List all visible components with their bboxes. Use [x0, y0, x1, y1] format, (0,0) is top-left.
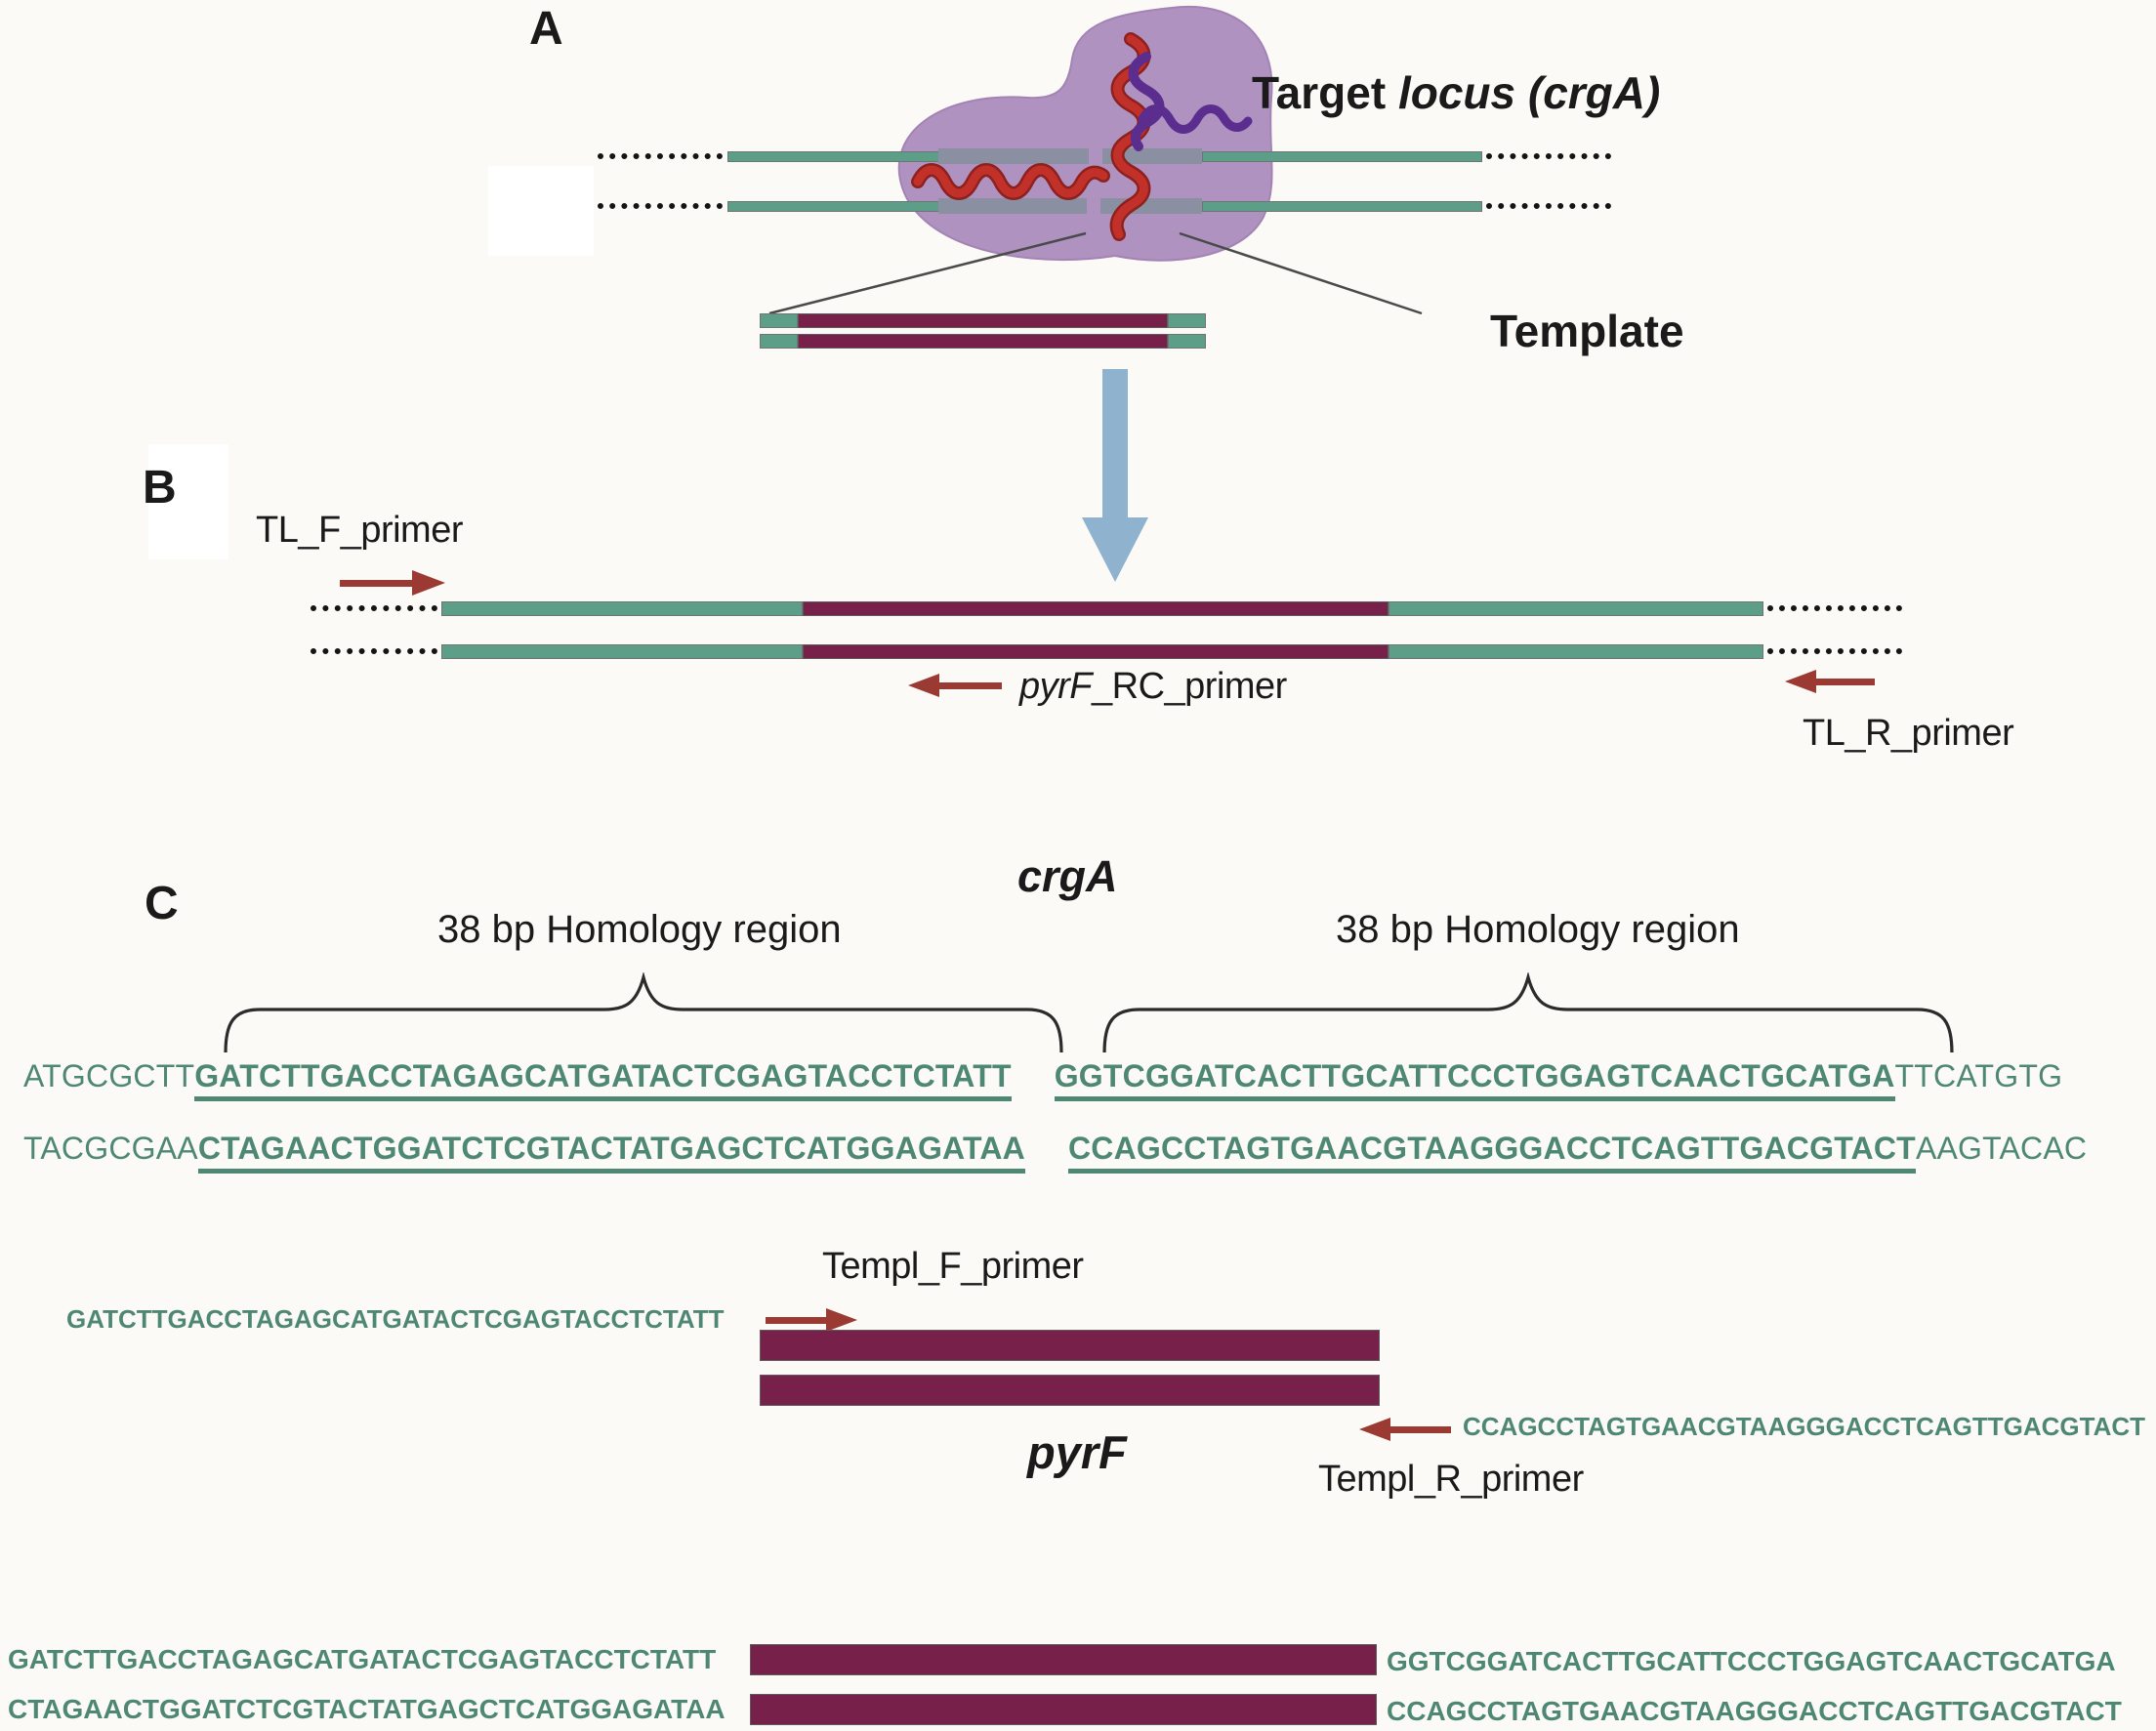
templ-f-primer-label: Templ_F_primer: [822, 1246, 1084, 1287]
panel-c-label: C: [145, 878, 179, 929]
sequence-flank: TTCATGTG: [1894, 1058, 2063, 1093]
pyrf-rc-primer-gene: pyrF: [1019, 666, 1093, 707]
pyrf-rc-primer-rest: _RC_primer: [1092, 666, 1287, 707]
template-strand-top: [760, 313, 1206, 328]
homology-sequence-left: GATCTTGACCTAGAGCATGATACTCGAGTACCTCTATT: [194, 1058, 1012, 1101]
dna-dashed-left-bottom: [598, 203, 723, 209]
construct-sequence-bottom-left: CTAGAACTGGATCTCGTACTATGAGCTCATGGAGATAA: [8, 1694, 726, 1724]
pyrf-cassette-strand-top: [760, 1330, 1380, 1361]
amplicon-right-homology: [1389, 644, 1763, 659]
template-homology-cap-right: [1168, 334, 1206, 349]
dna-dashed-right-bottom: [1486, 203, 1611, 209]
tl-f-primer-arrow-icon: [340, 570, 445, 596]
tl-r-primer-label: TL_R_primer: [1803, 713, 2014, 754]
crga-gene-label: crgA: [1017, 851, 1118, 901]
pyrf-rc-primer-arrow-icon: [908, 674, 1002, 697]
templ-f-primer-sequence: GATCTTGACCTAGAGCATGATACTCGAGTACCTCTATT: [66, 1304, 725, 1334]
tl-f-primer-label: TL_F_primer: [256, 510, 464, 551]
template-pyrf-cassette: [798, 313, 1168, 328]
dna-dashed-right-top: [1486, 153, 1611, 159]
white-patch: [488, 166, 594, 256]
template-label: Template: [1490, 306, 1684, 356]
construct-cassette-top: [750, 1644, 1377, 1675]
amplicon-right-homology: [1389, 601, 1763, 616]
panel-b-label: B: [143, 462, 177, 514]
sequence-flank: ATGCGCTT: [23, 1058, 195, 1093]
template-homology-cap-left: [760, 334, 798, 349]
amplicon-dashed-right-bottom: [1767, 648, 1902, 654]
amplicon-left-homology: [441, 644, 803, 659]
amplicon-strand-bottom: [441, 644, 1763, 659]
tl-r-primer-arrow-icon: [1785, 670, 1875, 693]
templ-r-primer-label: Templ_R_primer: [1318, 1459, 1584, 1500]
amplicon-pyrf-cassette: [803, 644, 1389, 659]
panel-a-label: A: [529, 3, 563, 55]
sequence-flank: TACGCGAA: [23, 1131, 198, 1166]
templ-r-primer-sequence: CCAGCCTAGTGAACGTAAGGGACCTCAGTTGACGTACT: [1463, 1412, 2146, 1441]
amplicon-dashed-left-top: [311, 605, 437, 611]
construct-sequence-bottom-right: CCAGCCTAGTGAACGTAAGGGACCTCAGTTGACGTACT: [1387, 1696, 2122, 1726]
template-strand-bottom: [760, 334, 1206, 349]
cas-protein-blob: [897, 5, 1273, 262]
protospacer-gray-top-left: [938, 148, 1089, 164]
white-patch: [148, 444, 228, 559]
homology-sequence-right: GGTCGGATCACTTGCATTCCCTGGAGTCAACTGCATGA: [1054, 1058, 1895, 1101]
construct-sequence-top-left: GATCTTGACCTAGAGCATGATACTCGAGTACCTCTATT: [8, 1644, 717, 1674]
construct-sequence-top-right: GGTCGGATCACTTGCATTCCCTGGAGTCAACTGCATGA: [1387, 1646, 2116, 1676]
pyrf-cassette-strand-bottom: [760, 1375, 1380, 1406]
pyrf-rc-primer-label: pyrF_RC_primer: [1019, 666, 1287, 708]
target-locus-title-italic: locus (crgA): [1397, 67, 1661, 118]
homology-region-label-right: 38 bp Homology region: [1336, 908, 1740, 951]
protospacer-gray-top-right: [1102, 148, 1202, 164]
homology-sequence-right: CCAGCCTAGTGAACGTAAGGGACCTCAGTTGACGTACT: [1067, 1131, 1916, 1174]
amplicon-strand-top: [441, 601, 1763, 616]
zoom-lines: [768, 231, 1423, 315]
template-homology-cap-left: [760, 313, 798, 328]
template-pyrf-cassette: [798, 334, 1168, 349]
amplicon-left-homology: [441, 601, 803, 616]
workflow-down-arrow: [1082, 369, 1148, 582]
locus-sequence-top-strand: ATGCGCTTGATCTTGACCTAGAGCATGATACTCGAGTACC…: [23, 1058, 2063, 1101]
guide-rna-helix: [911, 32, 1253, 241]
locus-sequence-bottom-strand: TACGCGAACTAGAACTGGATCTCGTACTATGAGCTCATGG…: [23, 1131, 2088, 1174]
genomic-dna-bottom-right: [1202, 201, 1482, 212]
homology-sequence-left: CTAGAACTGGATCTCGTACTATGAGCTCATGGAGATAA: [197, 1131, 1025, 1174]
template-homology-cap-right: [1168, 313, 1206, 328]
pyrf-gene-label: pyrF: [1027, 1426, 1127, 1478]
target-locus-title-regular: Target: [1252, 67, 1398, 118]
dna-dashed-left-top: [598, 153, 723, 159]
brace-left-icon: [224, 972, 1063, 1052]
templ-r-primer-arrow-icon: [1359, 1418, 1451, 1441]
amplicon-dashed-left-bottom: [311, 648, 437, 654]
genomic-dna-top-right: [1202, 151, 1482, 162]
amplicon-dashed-right-top: [1767, 605, 1902, 611]
amplicon-pyrf-cassette: [803, 601, 1389, 616]
homology-region-label-left: 38 bp Homology region: [437, 908, 842, 951]
construct-cassette-bottom: [750, 1694, 1377, 1725]
templ-f-primer-arrow-icon: [766, 1308, 857, 1332]
target-locus-title: Target locus (crgA): [1252, 66, 1660, 119]
brace-right-icon: [1102, 972, 1954, 1052]
sequence-flank: AAGTACAC: [1915, 1131, 2088, 1166]
protospacer-gray-bottom-left: [938, 198, 1087, 214]
